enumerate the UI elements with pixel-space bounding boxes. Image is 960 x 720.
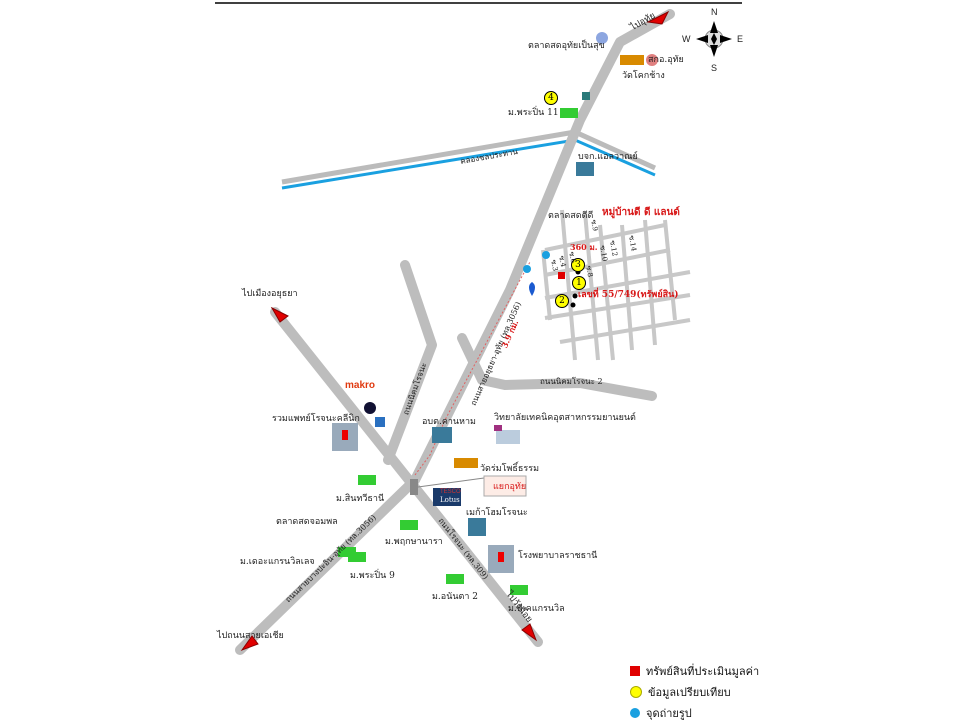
- direction-arrows: [240, 10, 670, 652]
- label-praepin9: ม.พระปิ่น 9: [350, 571, 395, 581]
- comparable-marker[interactable]: 3: [571, 258, 585, 272]
- junction-callout: [483, 475, 527, 497]
- label-market-uthai: ตลาดสดอุทัยเป็นสุข: [528, 41, 605, 51]
- compass-w: W: [682, 34, 691, 44]
- lotus-logo: [433, 488, 461, 506]
- lotus-text: Lotus: [440, 496, 460, 504]
- village-street-grid: [541, 209, 691, 361]
- label-school: บจก.แอลวาณย์: [578, 152, 638, 162]
- photo-point-icon: [542, 251, 550, 259]
- route-line: [414, 261, 531, 476]
- label-praepin11: ม.พระปิ่น 11: [508, 108, 559, 118]
- label-pk-grand: ม.พีเคแกรนวิล: [508, 604, 565, 614]
- distance-soi: 360 ม.: [570, 242, 598, 252]
- legend-label: จุดถ่ายรูป: [646, 707, 692, 720]
- red-square-icon: [630, 666, 640, 676]
- comparable-marker[interactable]: 2: [555, 294, 569, 308]
- soi-label: ซ.14: [627, 234, 638, 252]
- photo-drop-icon: [630, 708, 640, 718]
- label-wat-rom: วัดร่มโพธิ์ธรรม: [480, 464, 540, 474]
- soi-label: ซ.8: [584, 265, 595, 278]
- building-icons: [332, 32, 658, 573]
- traffic-light-icon: [410, 479, 418, 495]
- label-village: หมู่บ้านดี ดี แลนด์: [602, 207, 680, 218]
- makro-logo: makro: [345, 380, 376, 391]
- label-subject-property: เลขที่ 55/749(ทรัพย์สิน): [578, 290, 679, 300]
- label-obt: อบต.คานหาม: [422, 417, 476, 427]
- comparable-marker[interactable]: 4: [544, 91, 558, 105]
- label-junction: แยกอุทัย: [493, 482, 527, 492]
- compass-n: N: [711, 7, 718, 17]
- comparable-marker[interactable]: 1: [572, 276, 586, 290]
- label-anant2: ม.อนันตา 2: [432, 592, 478, 602]
- label-college: วิทยาลัยเทคนิคอุตสาหกรรมยานยนต์: [494, 413, 636, 423]
- photo-point-icon: [523, 265, 531, 273]
- label-mega-home: เมก้าโฮมโรจนะ: [466, 508, 528, 518]
- soi-label: ซ.12: [608, 239, 619, 257]
- compass-e: E: [737, 34, 744, 44]
- gas-station-icon: [529, 282, 535, 296]
- label-pruksa: ม.พฤกษานารา: [385, 537, 443, 547]
- compass-s: S: [711, 63, 718, 73]
- roads: [235, 9, 675, 655]
- yellow-circle-icon: [630, 686, 642, 698]
- callout-line: [417, 477, 485, 488]
- road-nikhom-rojana-2: ถนนนิคมโรจนะ 2: [540, 377, 603, 386]
- soi-label: ซ.3: [549, 259, 560, 272]
- label-clinic: รวมแพทย์โรจนะคลีนิก: [272, 414, 360, 424]
- soi-label: ซ.10: [598, 244, 609, 262]
- legend-label: ทรัพย์สินที่ประเมินมูลค่า: [646, 665, 760, 678]
- legend-label: ข้อมูลเปรียบเทียบ: [648, 686, 731, 699]
- soi-label: ซ.6: [567, 251, 578, 264]
- label-wat-khok-chang: วัดโคกช้าง: [622, 71, 665, 81]
- housing-icons: [338, 108, 578, 595]
- tesco-text: TESCO: [440, 489, 461, 495]
- label-to-asian-highway: ไปถนนสายเอเชีย: [217, 631, 284, 641]
- label-sinthawee: ม.สินทวีธานี: [336, 494, 385, 504]
- compass-icon: [696, 21, 732, 57]
- subject-marker: [558, 272, 565, 279]
- label-grand-ville: ม.เดอะแกรนวิลเลจ: [240, 557, 315, 567]
- legend-photo: จุดถ่ายรูป: [630, 704, 692, 720]
- label-market-didi: ตลาดสดดีดี: [548, 211, 594, 221]
- legend-subject: ทรัพย์สินที่ประเมินมูลค่า: [630, 662, 759, 680]
- label-hospital: โรงพยาบาลราชธานี: [518, 551, 598, 561]
- label-market-jom: ตลาดสดจอมพล: [276, 517, 338, 527]
- legend-comparable: ข้อมูลเปรียบเทียบ: [630, 683, 731, 701]
- label-to-ayutthaya: ไปเมืองอยุธยา: [242, 289, 298, 299]
- soi-label: ซ.4: [557, 255, 568, 268]
- label-sako: สกอ.อุทัย: [648, 55, 684, 65]
- soi-label: ซ.9: [589, 219, 600, 232]
